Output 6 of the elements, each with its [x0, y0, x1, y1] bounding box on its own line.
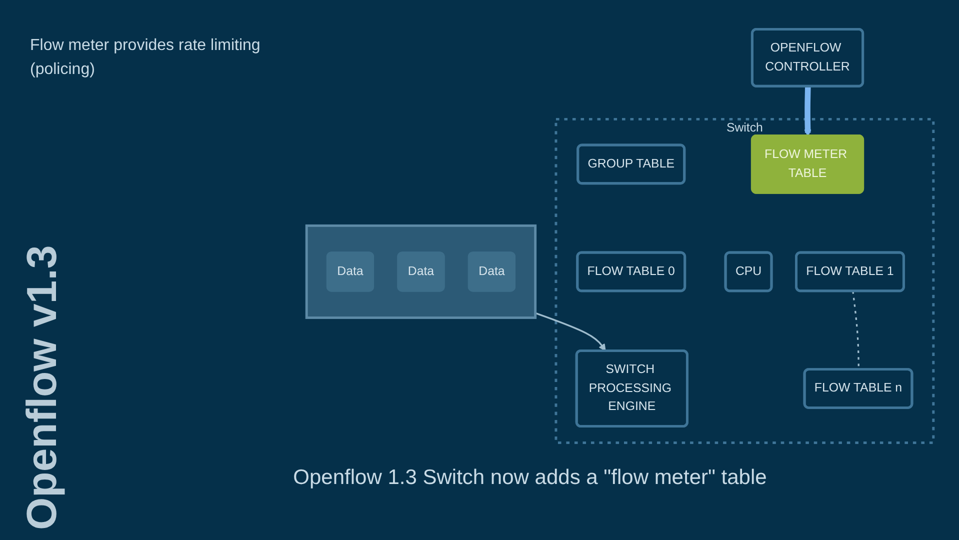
arrow — [535, 312, 606, 352]
cluster — [305, 224, 537, 319]
arrow — [804, 86, 812, 136]
caption: Openflow 1.3 Switch now adds a "flow meter" table — [292, 466, 768, 490]
slide-title: Openflow v1.3 — [18, 244, 66, 530]
note-text: Flow meter provides rate limiting (policing) — [30, 36, 262, 80]
